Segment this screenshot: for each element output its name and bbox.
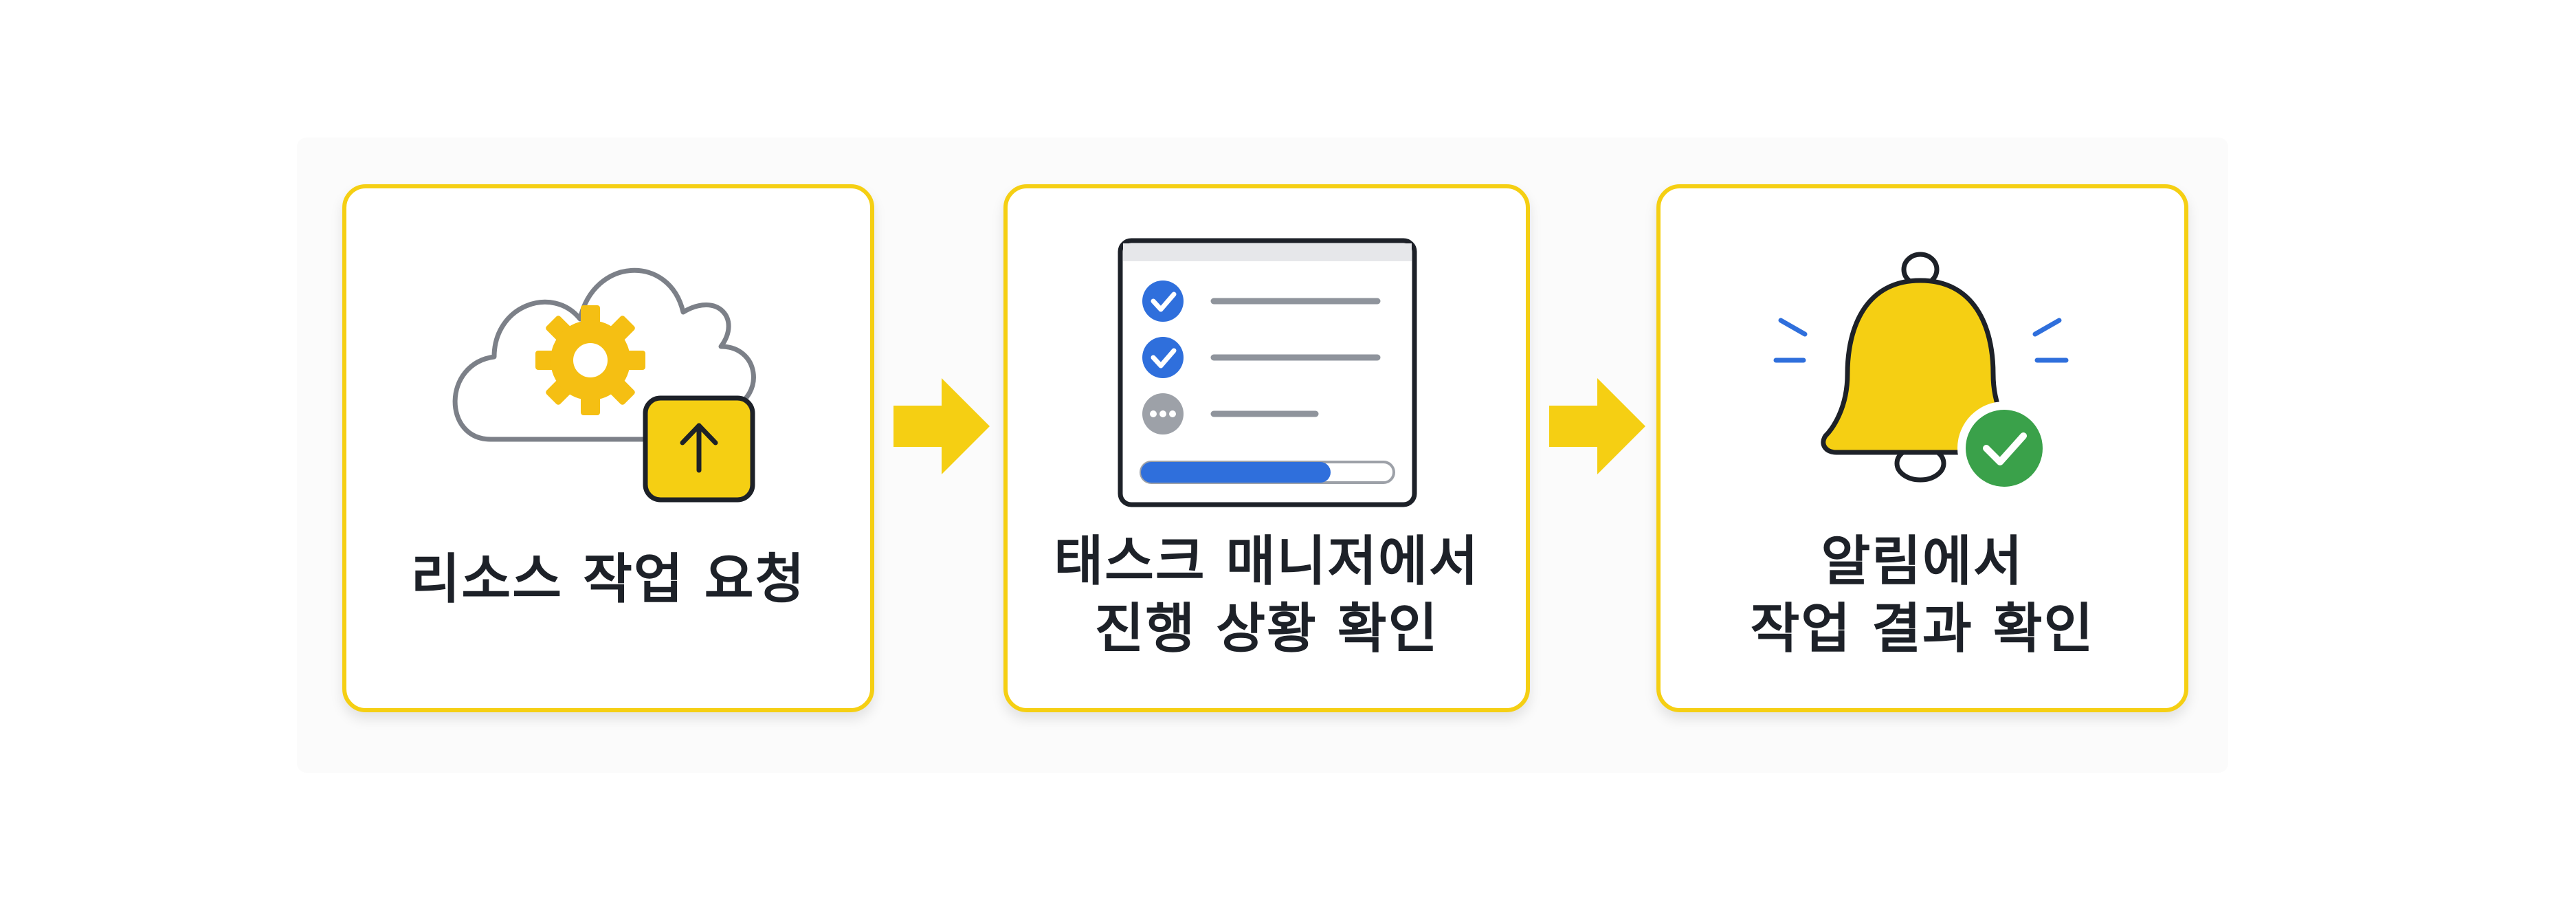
completed-task-row xyxy=(1142,280,1381,322)
bell-check-icon xyxy=(1773,252,2069,495)
step-label: 태스크 매니저에서 진행 상황 확인 xyxy=(1008,528,1526,663)
pending-task-row xyxy=(1142,393,1319,434)
task-manager-checklist-icon xyxy=(1118,238,1417,507)
step-card-resource-request: 리소스 작업 요청 xyxy=(342,184,874,712)
arrow-right-icon xyxy=(1549,378,1645,477)
step-label-line: 진행 상황 확인 xyxy=(1094,598,1439,660)
ring-lines xyxy=(1773,318,2069,363)
step-label-line: 태스크 매니저에서 xyxy=(1054,531,1480,593)
step-card-notification: 알림에서 작업 결과 확인 xyxy=(1656,184,2188,712)
step-label-line: 알림에서 xyxy=(1821,531,2024,593)
cloud-gear-upload-icon xyxy=(452,267,756,503)
arrow-right-icon xyxy=(893,378,990,477)
step-label: 리소스 작업 요청 xyxy=(346,546,870,613)
check-icon xyxy=(1957,402,2051,495)
gear-icon xyxy=(535,305,645,415)
step-label-line: 작업 결과 확인 xyxy=(1750,598,2095,660)
step-label-line: 리소스 작업 요청 xyxy=(410,549,806,610)
upload-icon xyxy=(643,395,755,503)
step-card-task-manager: 태스크 매니저에서 진행 상황 확인 xyxy=(1003,184,1530,712)
step-label: 알림에서 작업 결과 확인 xyxy=(1661,528,2184,663)
completed-task-row xyxy=(1142,337,1381,378)
progress-bar xyxy=(1140,461,1395,484)
